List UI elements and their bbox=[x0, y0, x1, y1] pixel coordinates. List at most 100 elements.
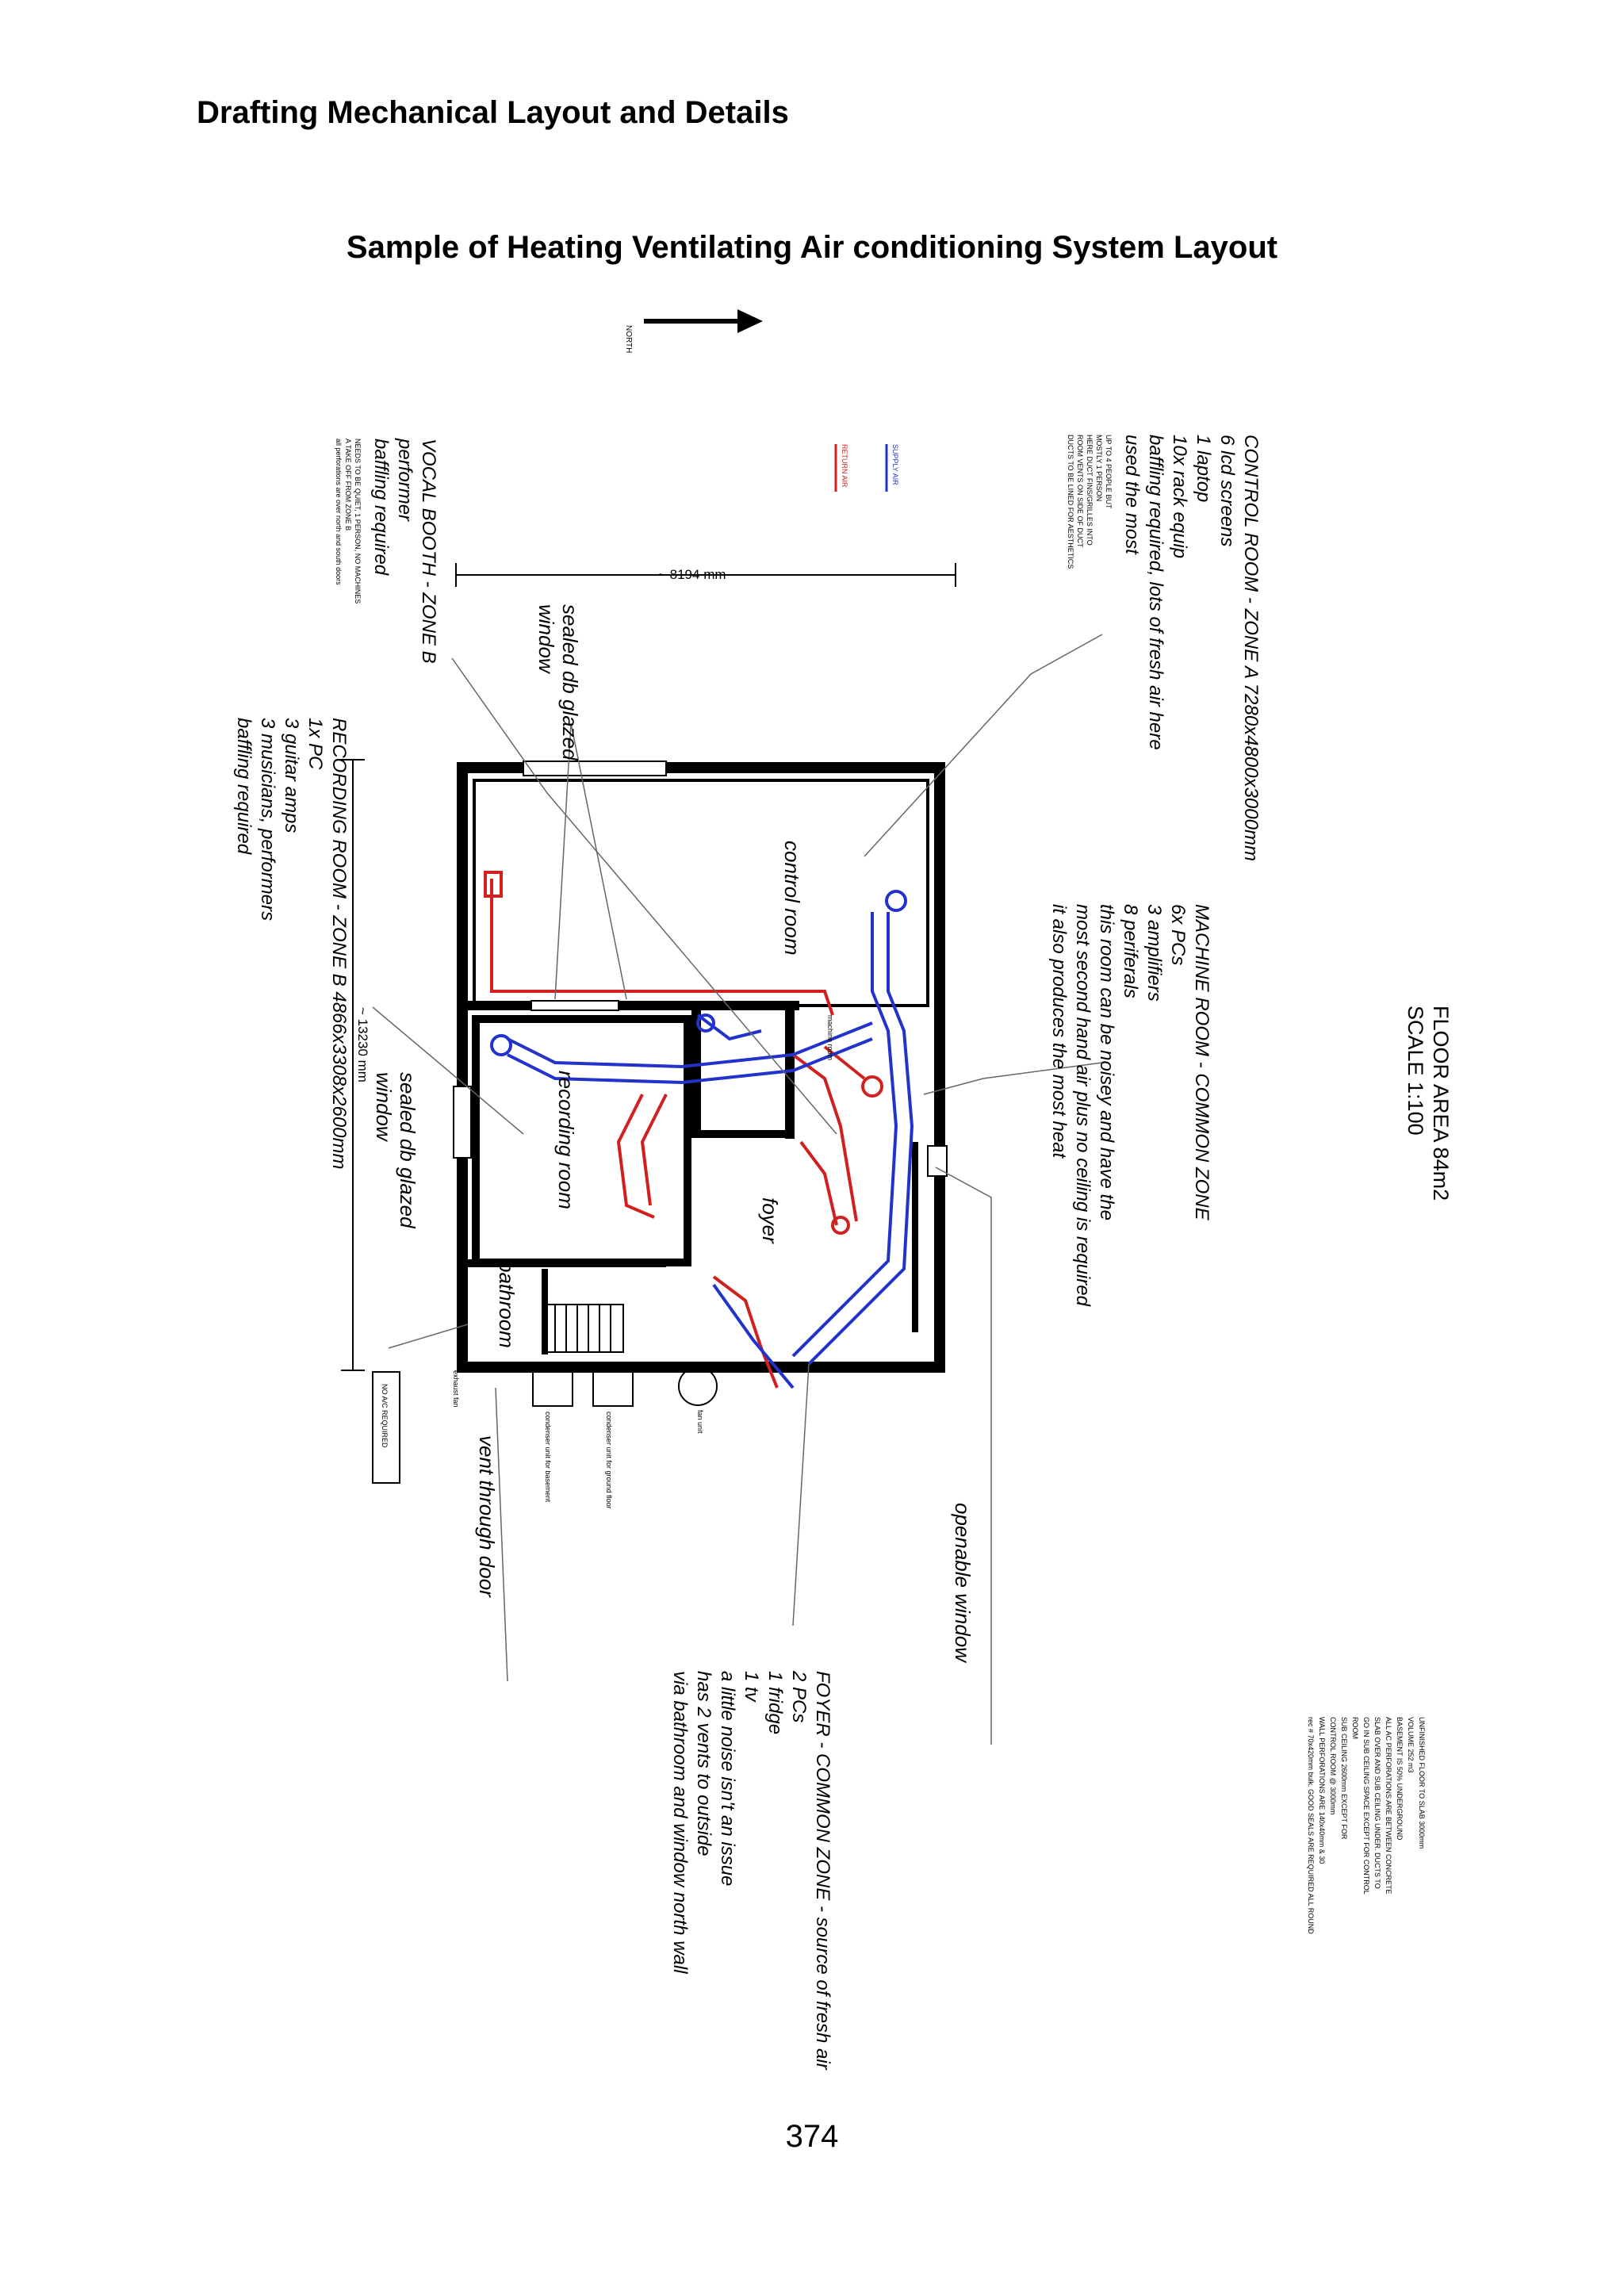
svg-text:used the most: used the most bbox=[1121, 435, 1143, 555]
legend-supply: SUPPLY AIR bbox=[891, 444, 899, 485]
room-label-recording: recording room bbox=[554, 1071, 578, 1209]
dim-length: ~ 13230 mm bbox=[355, 1007, 370, 1082]
svg-text:8 periferals: 8 periferals bbox=[1120, 904, 1141, 998]
svg-text:NEEDS TO BE QUIET, 1 PERSON, N: NEEDS TO BE QUIET, 1 PERSON, NO MACHINES bbox=[354, 439, 362, 603]
svg-text:MACHINE ROOM - COMMON ZONE: MACHINE ROOM - COMMON ZONE bbox=[1191, 904, 1212, 1221]
svg-text:10x rack equip: 10x rack equip bbox=[1169, 435, 1190, 558]
room-label-control: control room bbox=[780, 841, 804, 956]
svg-text:performer: performer bbox=[394, 438, 416, 522]
leader-lines bbox=[372, 634, 1103, 1745]
callout-sealed-window-top: sealed db glazed window bbox=[534, 604, 582, 761]
svg-text:6 lcd screens: 6 lcd screens bbox=[1216, 435, 1238, 546]
svg-text:1 fridge: 1 fridge bbox=[764, 1671, 786, 1734]
svg-text:ROOM VENTS ON SIDE OF DUCT: ROOM VENTS ON SIDE OF DUCT bbox=[1076, 435, 1084, 548]
svg-text:CONTROL ROOM @ 3000mm: CONTROL ROOM @ 3000mm bbox=[1329, 1717, 1337, 1814]
floor-area: FLOOR AREA 84m2 bbox=[1429, 1006, 1453, 1201]
return-air-ducts bbox=[484, 871, 883, 1389]
fan-unit bbox=[678, 1366, 718, 1406]
page-header: Drafting Mechanical Layout and Details bbox=[197, 95, 789, 130]
condenser-ground bbox=[592, 1366, 634, 1407]
svg-text:HERE DUCT FINS/GRILLES INTO: HERE DUCT FINS/GRILLES INTO bbox=[1086, 435, 1094, 546]
svg-text:3 amplifiers: 3 amplifiers bbox=[1143, 904, 1165, 1002]
callout-openable-window: openable window bbox=[951, 1503, 975, 1664]
svg-text:ROOM: ROOM bbox=[1351, 1717, 1359, 1739]
no-ac-box: NO A/C REQUIRED bbox=[372, 1371, 400, 1484]
callout-sealed-window-left: sealed db glazed window bbox=[372, 1072, 419, 1229]
svg-text:ALL AC PERFORATIONS ARE BETWEE: ALL AC PERFORATIONS ARE BETWEEN CONCRETE bbox=[1385, 1717, 1392, 1895]
sealed-window bbox=[530, 1000, 619, 1011]
svg-text:3 guitar amps: 3 guitar amps bbox=[281, 718, 302, 833]
recording-room-notes: RECORDING ROOM - ZONE B 4866x3308x2600mm… bbox=[233, 718, 350, 1170]
foyer-notes: FOYER - COMMON ZONE - source of fresh ai… bbox=[669, 1670, 833, 2071]
dim-width: ~ 8194 mm bbox=[658, 567, 726, 582]
svg-text:window: window bbox=[372, 1072, 396, 1143]
svg-text:baffling required: baffling required bbox=[370, 439, 392, 576]
svg-text:rec # 70x420mm bulk. GOOD SEAL: rec # 70x420mm bulk. GOOD SEALS ARE REQU… bbox=[1307, 1717, 1315, 1934]
svg-text:VOCAL BOOTH - ZONE B: VOCAL BOOTH - ZONE B bbox=[418, 439, 439, 664]
legend-return: RETURN AIR bbox=[841, 444, 848, 488]
control-room-notes: CONTROL ROOM - ZONE A 7280x4800x3000mm 6… bbox=[1067, 435, 1262, 861]
svg-text:6x PCs: 6x PCs bbox=[1167, 904, 1189, 965]
svg-text:MOSTLY 1 PERSON: MOSTLY 1 PERSON bbox=[1095, 435, 1103, 501]
north-arrow: NORTH bbox=[624, 309, 763, 353]
svg-text:1x PC: 1x PC bbox=[304, 718, 326, 770]
svg-text:has 2 vents to outside: has 2 vents to outside bbox=[693, 1671, 714, 1856]
svg-text:NO A/C REQUIRED: NO A/C REQUIRED bbox=[381, 1384, 389, 1448]
scale: SCALE 1:100 bbox=[1404, 1006, 1427, 1136]
svg-text:VOLUME 252 m3: VOLUME 252 m3 bbox=[1407, 1717, 1415, 1773]
svg-text:via bathroom and window north: via bathroom and window north wall bbox=[669, 1671, 691, 1974]
condenser-basement bbox=[532, 1366, 573, 1407]
svg-text:this room can be noisey and ha: this room can be noisey and have the bbox=[1096, 904, 1117, 1220]
svg-text:CONTROL ROOM - ZONE A 7280x4: CONTROL ROOM - ZONE A 7280x4800x3000mm bbox=[1240, 435, 1262, 861]
condenser-basement-label: condenser unit for basement bbox=[544, 1412, 552, 1503]
svg-text:RECORDING ROOM - ZONE B 4866x: RECORDING ROOM - ZONE B 4866x3308x2600mm bbox=[328, 718, 350, 1170]
machine-room-notes: MACHINE ROOM - COMMON ZONE 6x PCs 3 ampl… bbox=[1048, 904, 1212, 1307]
left-window bbox=[453, 1086, 472, 1159]
vocal-booth-notes: VOCAL BOOTH - ZONE B performer baffling … bbox=[335, 438, 439, 664]
floor-area-block: FLOOR AREA 84m2 SCALE 1:100 bbox=[1404, 1006, 1453, 1201]
supply-air-ducts bbox=[490, 890, 914, 1389]
general-notes: UNFINISHED FLOOR TO SLAB 3000mm VOLUME 2… bbox=[1307, 1717, 1426, 1934]
svg-text:most second hand air plus no c: most second hand air plus no ceiling is … bbox=[1072, 904, 1094, 1307]
north-label: NORTH bbox=[624, 325, 633, 353]
svg-text:vent through door: vent through door bbox=[475, 1435, 499, 1598]
fan-unit-label: fan unit bbox=[696, 1410, 704, 1434]
svg-text:sealed db glazed: sealed db glazed bbox=[558, 604, 582, 761]
top-window bbox=[523, 761, 667, 776]
building-walls bbox=[453, 761, 948, 1407]
room-label-bathroom: bathroom bbox=[495, 1261, 519, 1348]
svg-text:all perforations are over nort: all perforations are over north and sout… bbox=[335, 439, 343, 585]
svg-text:A TAKE OFF FROM ZONE B: A TAKE OFF FROM ZONE B bbox=[344, 439, 352, 531]
svg-text:1 tv: 1 tv bbox=[741, 1671, 762, 1703]
callout-vent-through-door: vent through door bbox=[475, 1435, 499, 1598]
svg-text:it also produces the most heat: it also produces the most heat bbox=[1048, 904, 1070, 1159]
svg-text:WALL PERFORATIONS ARE 140x40mm: WALL PERFORATIONS ARE 140x40mm & 30 bbox=[1318, 1717, 1326, 1864]
svg-text:DUCTS TO BE LINED FOR AESTHETI: DUCTS TO BE LINED FOR AESTHETICS bbox=[1067, 435, 1074, 569]
svg-text:GO IN SUB CEILING SPACE EXCEPT: GO IN SUB CEILING SPACE EXCEPT FOR CONTR… bbox=[1362, 1717, 1370, 1895]
svg-text:BASEMENT IS 50% UNDERGROUND: BASEMENT IS 50% UNDERGROUND bbox=[1396, 1717, 1404, 1841]
figure-title: Sample of Heating Ventilating Air condit… bbox=[346, 230, 1278, 265]
page-number: 374 bbox=[785, 2119, 839, 2154]
svg-text:window: window bbox=[534, 604, 558, 675]
svg-text:2 PCs: 2 PCs bbox=[788, 1670, 810, 1722]
room-label-machine: machine room bbox=[826, 1015, 834, 1060]
svg-text:openable window: openable window bbox=[951, 1503, 975, 1664]
svg-text:baffling required: baffling required bbox=[233, 718, 255, 855]
svg-text:3 musicians, performers: 3 musicians, performers bbox=[257, 718, 278, 921]
svg-text:baffling required, lots of fre: baffling required, lots of fresh air her… bbox=[1145, 435, 1166, 750]
condenser-ground-label: condenser unit for ground floor bbox=[605, 1412, 613, 1509]
svg-text:1 laptop: 1 laptop bbox=[1193, 435, 1214, 502]
exhaust-fan-label: exhaust fan bbox=[452, 1370, 460, 1408]
room-label-foyer: foyer bbox=[758, 1197, 782, 1244]
svg-text:a little noise isn't an issue: a little noise isn't an issue bbox=[717, 1671, 738, 1886]
duct-legend: SUPPLY AIR RETURN AIR bbox=[834, 444, 899, 492]
svg-text:UNFINISHED FLOOR TO SLAB 3000m: UNFINISHED FLOOR TO SLAB 3000mm bbox=[1418, 1717, 1426, 1849]
svg-text:SLAB OVER AND SUB CEILING UNDE: SLAB OVER AND SUB CEILING UNDER. DUCTS T… bbox=[1373, 1717, 1381, 1889]
svg-text:SUB CEILING 2600mm EXCEPT FOR: SUB CEILING 2600mm EXCEPT FOR bbox=[1340, 1717, 1348, 1840]
stairs bbox=[543, 1304, 624, 1353]
svg-text:FOYER - COMMON ZONE - source o: FOYER - COMMON ZONE - source of fresh ai… bbox=[812, 1671, 833, 2071]
svg-text:UP TO 4 PEOPLE BUT: UP TO 4 PEOPLE BUT bbox=[1105, 435, 1113, 509]
dimension-lines bbox=[341, 563, 956, 1371]
svg-text:sealed db glazed: sealed db glazed bbox=[396, 1072, 419, 1229]
